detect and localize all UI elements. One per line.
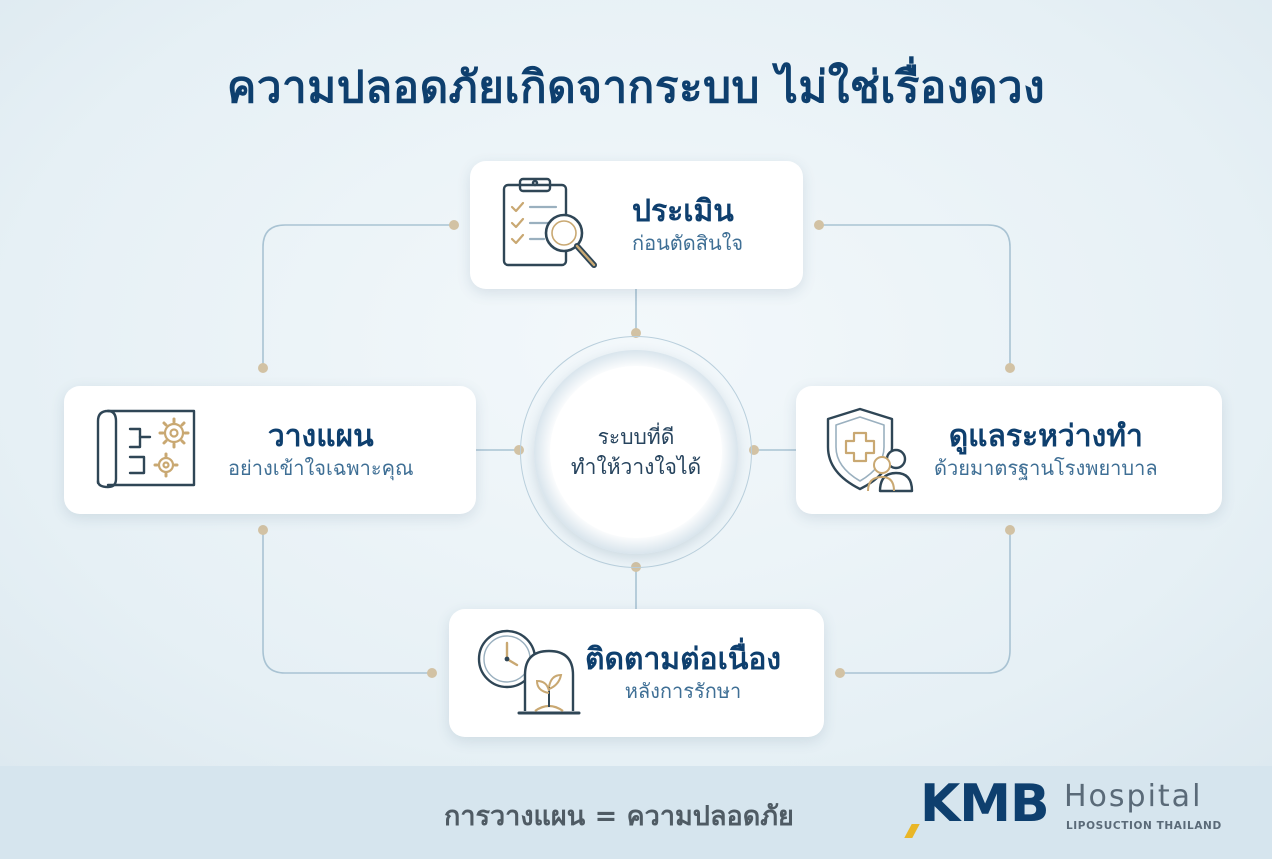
node-dot: [814, 220, 824, 230]
kmb-hospital-logo: KMB Hospital LIPOSUCTION THAILAND: [904, 778, 1228, 842]
logo-name: Hospital: [1064, 779, 1203, 814]
clock-plant-dome-icon: [477, 629, 581, 715]
blueprint-gears-icon: [96, 409, 196, 489]
shield-medical-person-icon: [826, 407, 914, 493]
step-subtitle-plan: อย่างเข้าใจเฉพาะคุณ: [228, 456, 414, 480]
node-dot: [1005, 525, 1015, 535]
step-card-follow: ติดตามต่อเนื่อง หลังการรักษา: [449, 609, 824, 737]
page-title: ความปลอดภัยเกิดจากระบบ ไม่ใช่เรื่องดวง: [226, 62, 1046, 113]
node-dot: [449, 220, 459, 230]
step-heading-care: ดูแลระหว่างทำ: [948, 419, 1143, 454]
clipboard-magnifier-icon: [502, 177, 597, 268]
step-subtitle-assess: ก่อนตัดสินใจ: [632, 231, 744, 255]
step-card-assess: ประเมิน ก่อนตัดสินใจ: [470, 161, 803, 289]
logo-brand: KMB: [920, 774, 1050, 834]
node-dot: [427, 668, 437, 678]
footer-slogan: การวางแผน = ความปลอดภัย: [444, 801, 794, 832]
step-heading-plan: วางแผน: [267, 419, 374, 454]
node-dot: [258, 363, 268, 373]
step-subtitle-care: ด้วยมาตรฐานโรงพยาบาล: [934, 456, 1158, 480]
step-subtitle-follow: หลังการรักษา: [624, 679, 742, 703]
node-dot: [835, 668, 845, 678]
hub-line-1: ระบบที่ดี: [597, 424, 675, 449]
hub-outer-ring: [520, 336, 752, 568]
node-dot: [1005, 363, 1015, 373]
connector-top-left: [262, 224, 454, 368]
connector-bottom-left: [262, 530, 432, 674]
node-dot: [258, 525, 268, 535]
step-card-plan: วางแผน อย่างเข้าใจเฉพาะคุณ: [64, 386, 476, 514]
connector-top-right: [819, 224, 1011, 368]
connector-lines: [258, 220, 1015, 678]
step-heading-assess: ประเมิน: [632, 194, 734, 229]
hub-center: ระบบที่ดี ทำให้วางใจได้: [550, 366, 722, 538]
footer-bar: [0, 766, 1272, 859]
logo-tagline: LIPOSUCTION THAILAND: [1066, 820, 1222, 832]
connector-bottom-right: [840, 530, 1011, 674]
hub-line-2: ทำให้วางใจได้: [570, 455, 702, 479]
step-card-care: ดูแลระหว่างทำ ด้วยมาตรฐานโรงพยาบาล: [796, 386, 1222, 514]
step-heading-follow: ติดตามต่อเนื่อง: [585, 642, 781, 677]
node-dot: [631, 328, 641, 338]
